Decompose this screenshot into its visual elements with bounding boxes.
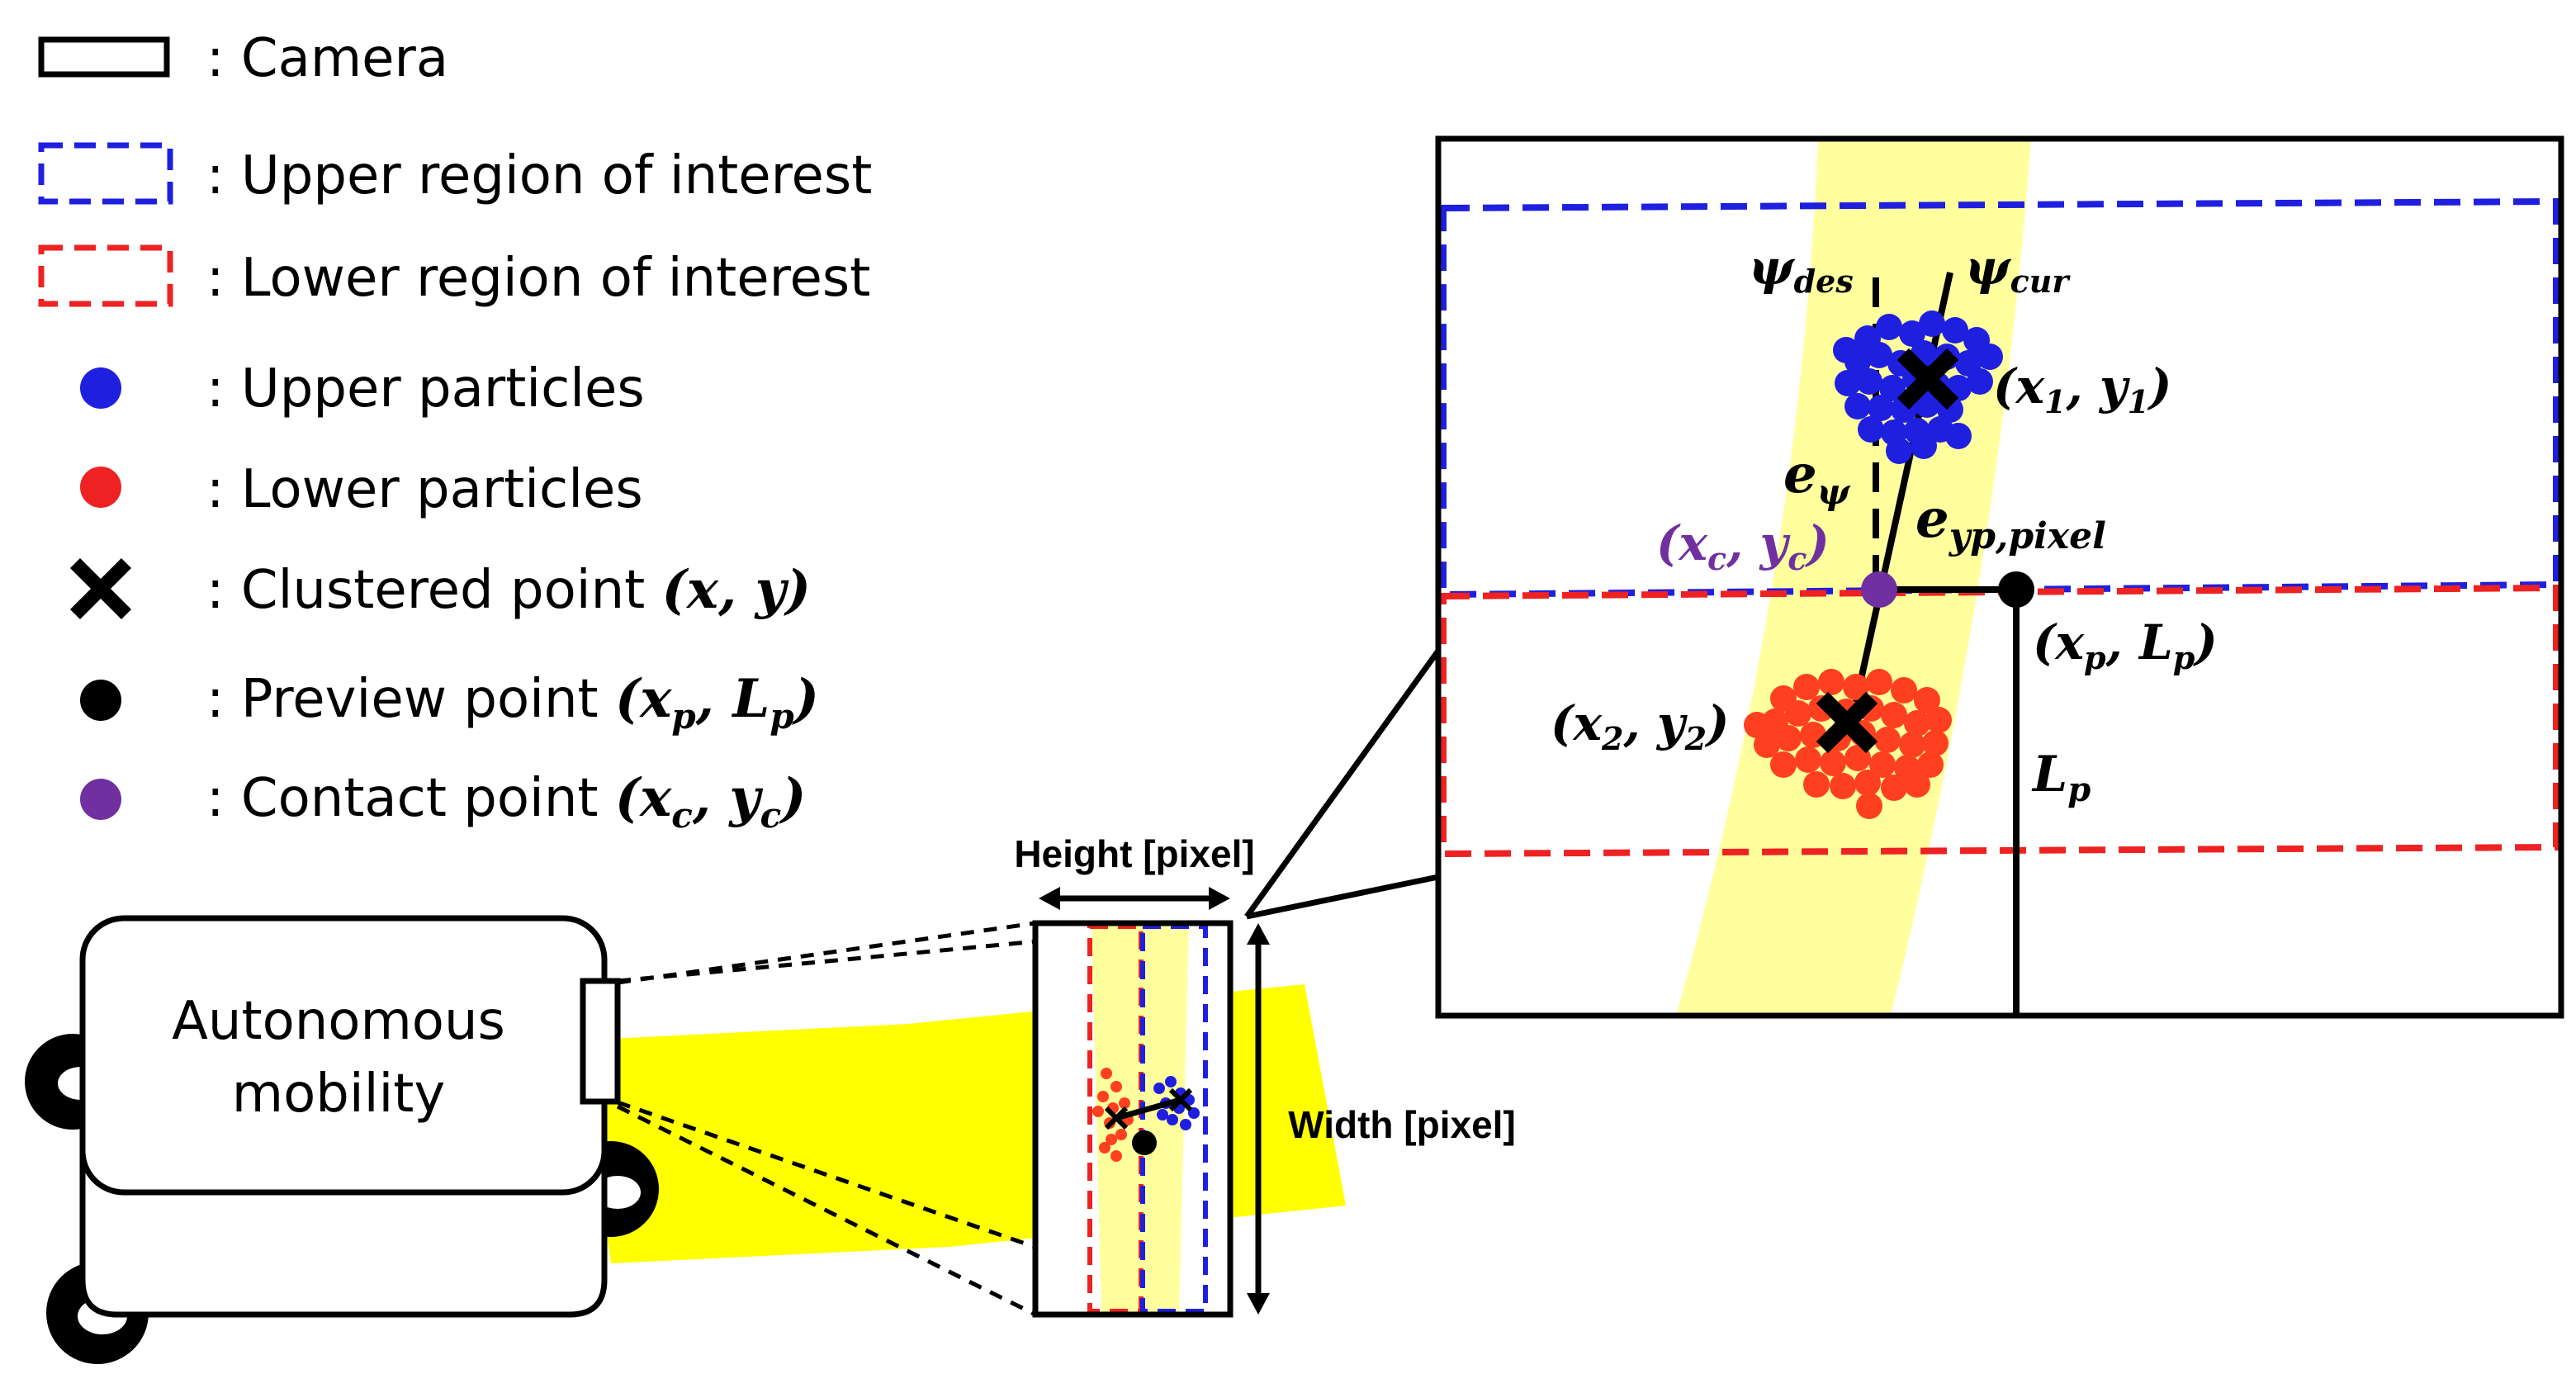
legend-label-lower-particles: : Lower particles bbox=[206, 459, 643, 520]
vehicle-body bbox=[79, 915, 608, 1196]
zoomed-camera-view: ψdes ψcur (x1, y1) (x2, y2) eψ eyp,pixel… bbox=[1435, 135, 2564, 1019]
zoom-lower-roi bbox=[1440, 584, 2559, 858]
zoom-preview-point bbox=[1998, 571, 2034, 608]
legend-label-upper-roi: : Upper region of interest bbox=[206, 145, 872, 206]
small-lower-roi bbox=[1087, 924, 1144, 1314]
legend-lower-particle-symbol bbox=[80, 467, 121, 508]
legend-clustered-point-symbol bbox=[69, 557, 132, 620]
legend-label-camera: : Camera bbox=[206, 28, 448, 89]
zoom-cluster-mark-2 bbox=[1816, 691, 1878, 754]
scene: Autonomous mobility bbox=[25, 648, 1516, 1364]
cluster-2-label: (x2, y2) bbox=[1551, 695, 1729, 757]
legend-label-contact-point: : Contact point (xc, yc) bbox=[206, 767, 806, 836]
small-heading-line bbox=[1115, 1097, 1181, 1121]
legend-label-upper-particles: : Upper particles bbox=[206, 358, 645, 419]
legend-upper-particle-symbol bbox=[80, 367, 121, 409]
small-upper-roi bbox=[1140, 924, 1208, 1314]
legend-label-preview-point: : Preview point (xp, Lp) bbox=[206, 668, 819, 737]
width-label: Width [pixel] bbox=[1288, 1103, 1516, 1146]
legend-label-lower-roi: : Lower region of interest bbox=[206, 248, 870, 309]
vehicle-label-line2: mobility bbox=[232, 1064, 445, 1125]
legend-preview-point-symbol bbox=[80, 680, 121, 721]
zoom-callout-lines bbox=[1244, 648, 1441, 920]
small-preview-point bbox=[1132, 1130, 1157, 1155]
psi-des-label: ψdes bbox=[1749, 239, 1854, 300]
legend-lower-roi-symbol bbox=[38, 244, 173, 307]
zoom-frame bbox=[1435, 135, 2564, 1019]
legend-upper-roi-symbol bbox=[38, 142, 173, 205]
vehicle-label-line1: Autonomous bbox=[172, 991, 505, 1052]
legend-camera-symbol bbox=[38, 36, 170, 78]
camera bbox=[580, 978, 621, 1105]
zoom-contact-point bbox=[1861, 571, 1897, 608]
small-cluster-marks bbox=[1104, 1087, 1193, 1130]
zoom-upper-roi bbox=[1440, 197, 2559, 599]
legend-contact-point-symbol bbox=[80, 779, 121, 820]
width-arrow bbox=[1247, 923, 1270, 1315]
zoom-cluster-mark-1 bbox=[1896, 348, 1959, 410]
small-lower-particles bbox=[1092, 1068, 1134, 1162]
legend: : Camera : Upper region of interest : Lo… bbox=[38, 28, 872, 836]
zoom-lower-particles bbox=[1744, 669, 1952, 819]
height-label: Height [pixel] bbox=[1014, 832, 1254, 875]
legend-label-clustered-point: : Clustered point (x, y) bbox=[206, 559, 811, 621]
height-arrow bbox=[1039, 887, 1230, 910]
camera-image-small bbox=[1032, 920, 1234, 1318]
